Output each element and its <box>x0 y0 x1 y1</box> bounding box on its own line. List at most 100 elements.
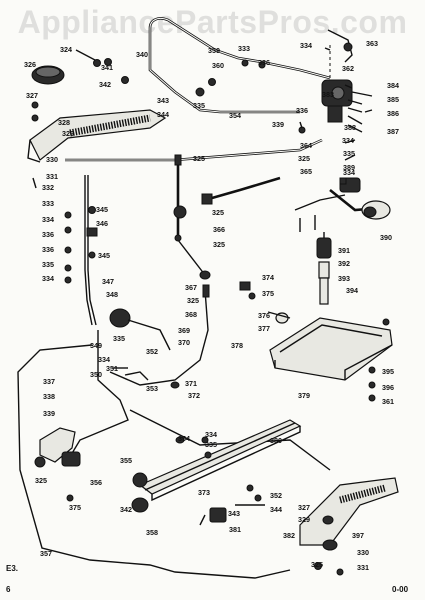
callout-label-333b: 333 <box>42 199 54 208</box>
callout-label-349: 349 <box>90 341 102 350</box>
callout-label-327b: 327 <box>298 503 310 512</box>
gas-tubing <box>17 17 331 579</box>
callout-label-325b: 325 <box>298 154 310 163</box>
callout-label-335b: 335 <box>343 149 355 158</box>
small-fittings <box>31 58 390 402</box>
callout-label-366: 366 <box>213 225 225 234</box>
broiler-pan-379 <box>269 317 393 381</box>
footer-right-code: 0-00 <box>392 585 409 594</box>
burner-tray-380 <box>138 419 302 502</box>
callout-label-373: 373 <box>198 488 210 497</box>
callout-label-384: 384 <box>387 81 399 90</box>
callout-label-335e: 335 <box>205 440 217 449</box>
callout-label-339a: 339 <box>272 120 284 129</box>
callout-label-335a: 335 <box>193 101 205 110</box>
callout-label-371: 371 <box>185 379 197 388</box>
callout-label-391: 391 <box>338 246 350 255</box>
callout-label-376: 376 <box>258 311 270 320</box>
callout-label-393: 393 <box>338 274 350 283</box>
callout-label-390: 390 <box>380 233 392 242</box>
callout-label-360: 360 <box>212 61 224 70</box>
callout-label-388: 388 <box>344 123 356 132</box>
burner-cap-326 <box>31 65 65 85</box>
safety-valve-389 <box>294 177 391 232</box>
callout-label-334g: 334 <box>205 430 217 439</box>
callout-label-331b: 331 <box>357 563 369 572</box>
callout-label-343a: 343 <box>157 96 169 105</box>
callout-label-353: 353 <box>146 384 158 393</box>
callout-label-325d: 325 <box>213 240 225 249</box>
callout-label-331a: 331 <box>46 172 58 181</box>
callout-label-378: 378 <box>231 341 243 350</box>
callout-label-364: 364 <box>300 141 312 150</box>
callout-label-372: 372 <box>188 391 200 400</box>
callout-label-324: 324 <box>60 45 72 54</box>
callout-label-369a: 369 <box>178 326 190 335</box>
callout-label-344b: 344 <box>270 505 282 514</box>
callout-label-367: 367 <box>185 283 197 292</box>
callout-label-346: 346 <box>96 219 108 228</box>
callout-label-392: 392 <box>338 259 350 268</box>
callout-label-325c: 325 <box>212 208 224 217</box>
callout-label-374: 374 <box>262 273 274 282</box>
callout-label-375a: 375 <box>262 289 274 298</box>
callout-label-327a: 327 <box>26 91 38 100</box>
callout-label-387: 387 <box>387 127 399 136</box>
callout-label-336b: 336 <box>296 106 308 115</box>
callout-label-354b: 354 <box>178 434 190 443</box>
regulator-356 <box>34 427 81 468</box>
callout-label-355: 355 <box>120 456 132 465</box>
callout-label-351: 351 <box>106 364 118 373</box>
callout-label-334d: 334 <box>42 215 54 224</box>
callout-label-343b: 343 <box>228 509 240 518</box>
callout-label-334e: 334 <box>42 274 54 283</box>
callout-label-328: 328 <box>58 118 70 127</box>
callout-label-338: 338 <box>43 392 55 401</box>
callout-label-344: 344 <box>157 110 169 119</box>
callout-label-337: 337 <box>43 377 55 386</box>
callout-label-397: 397 <box>352 531 364 540</box>
callout-label-342b: 342 <box>120 505 132 514</box>
callout-label-394: 394 <box>346 286 358 295</box>
callout-label-325a: 325 <box>193 154 205 163</box>
callout-label-325e: 325 <box>187 296 199 305</box>
callout-label-375b: 375 <box>69 503 81 512</box>
callout-label-333: 333 <box>238 44 250 53</box>
callout-label-350: 350 <box>90 370 102 379</box>
footer-left-code: E3. <box>6 564 18 573</box>
callout-label-380: 380 <box>270 436 282 445</box>
callout-label-329b: 329 <box>298 515 310 524</box>
callout-label-336c: 336 <box>42 230 54 239</box>
callout-label-377: 377 <box>258 324 270 333</box>
callout-label-336d: 336 <box>42 245 54 254</box>
callout-label-334f: 334 <box>98 355 110 364</box>
callout-label-348: 348 <box>106 290 118 299</box>
callout-label-359: 359 <box>208 46 220 55</box>
callout-label-352b: 352 <box>270 491 282 500</box>
callout-label-356: 356 <box>90 478 102 487</box>
callout-label-358: 358 <box>146 528 158 537</box>
callout-label-389: 389 <box>343 163 355 172</box>
callout-label-342a: 342 <box>99 80 111 89</box>
callout-label-396: 396 <box>382 383 394 392</box>
callout-label-362: 362 <box>342 64 354 73</box>
callout-label-330b: 330 <box>357 548 369 557</box>
callout-label-395: 395 <box>382 367 394 376</box>
callout-label-379: 379 <box>298 391 310 400</box>
footer-page-number: 6 <box>6 585 11 594</box>
callout-label-370: 370 <box>178 338 190 347</box>
lower-fittings <box>66 367 344 576</box>
callout-label-365: 365 <box>300 167 312 176</box>
callout-label-363: 363 <box>366 39 378 48</box>
callout-label-335d: 335 <box>113 334 125 343</box>
callout-label-345b: 345 <box>98 251 110 260</box>
callout-label-361: 361 <box>382 397 394 406</box>
callout-label-368: 368 <box>185 310 197 319</box>
callout-label-325g: 325 <box>311 560 323 569</box>
callout-label-386: 386 <box>387 109 399 118</box>
callout-label-336a: 336 <box>258 58 270 67</box>
callout-label-330a: 330 <box>46 155 58 164</box>
